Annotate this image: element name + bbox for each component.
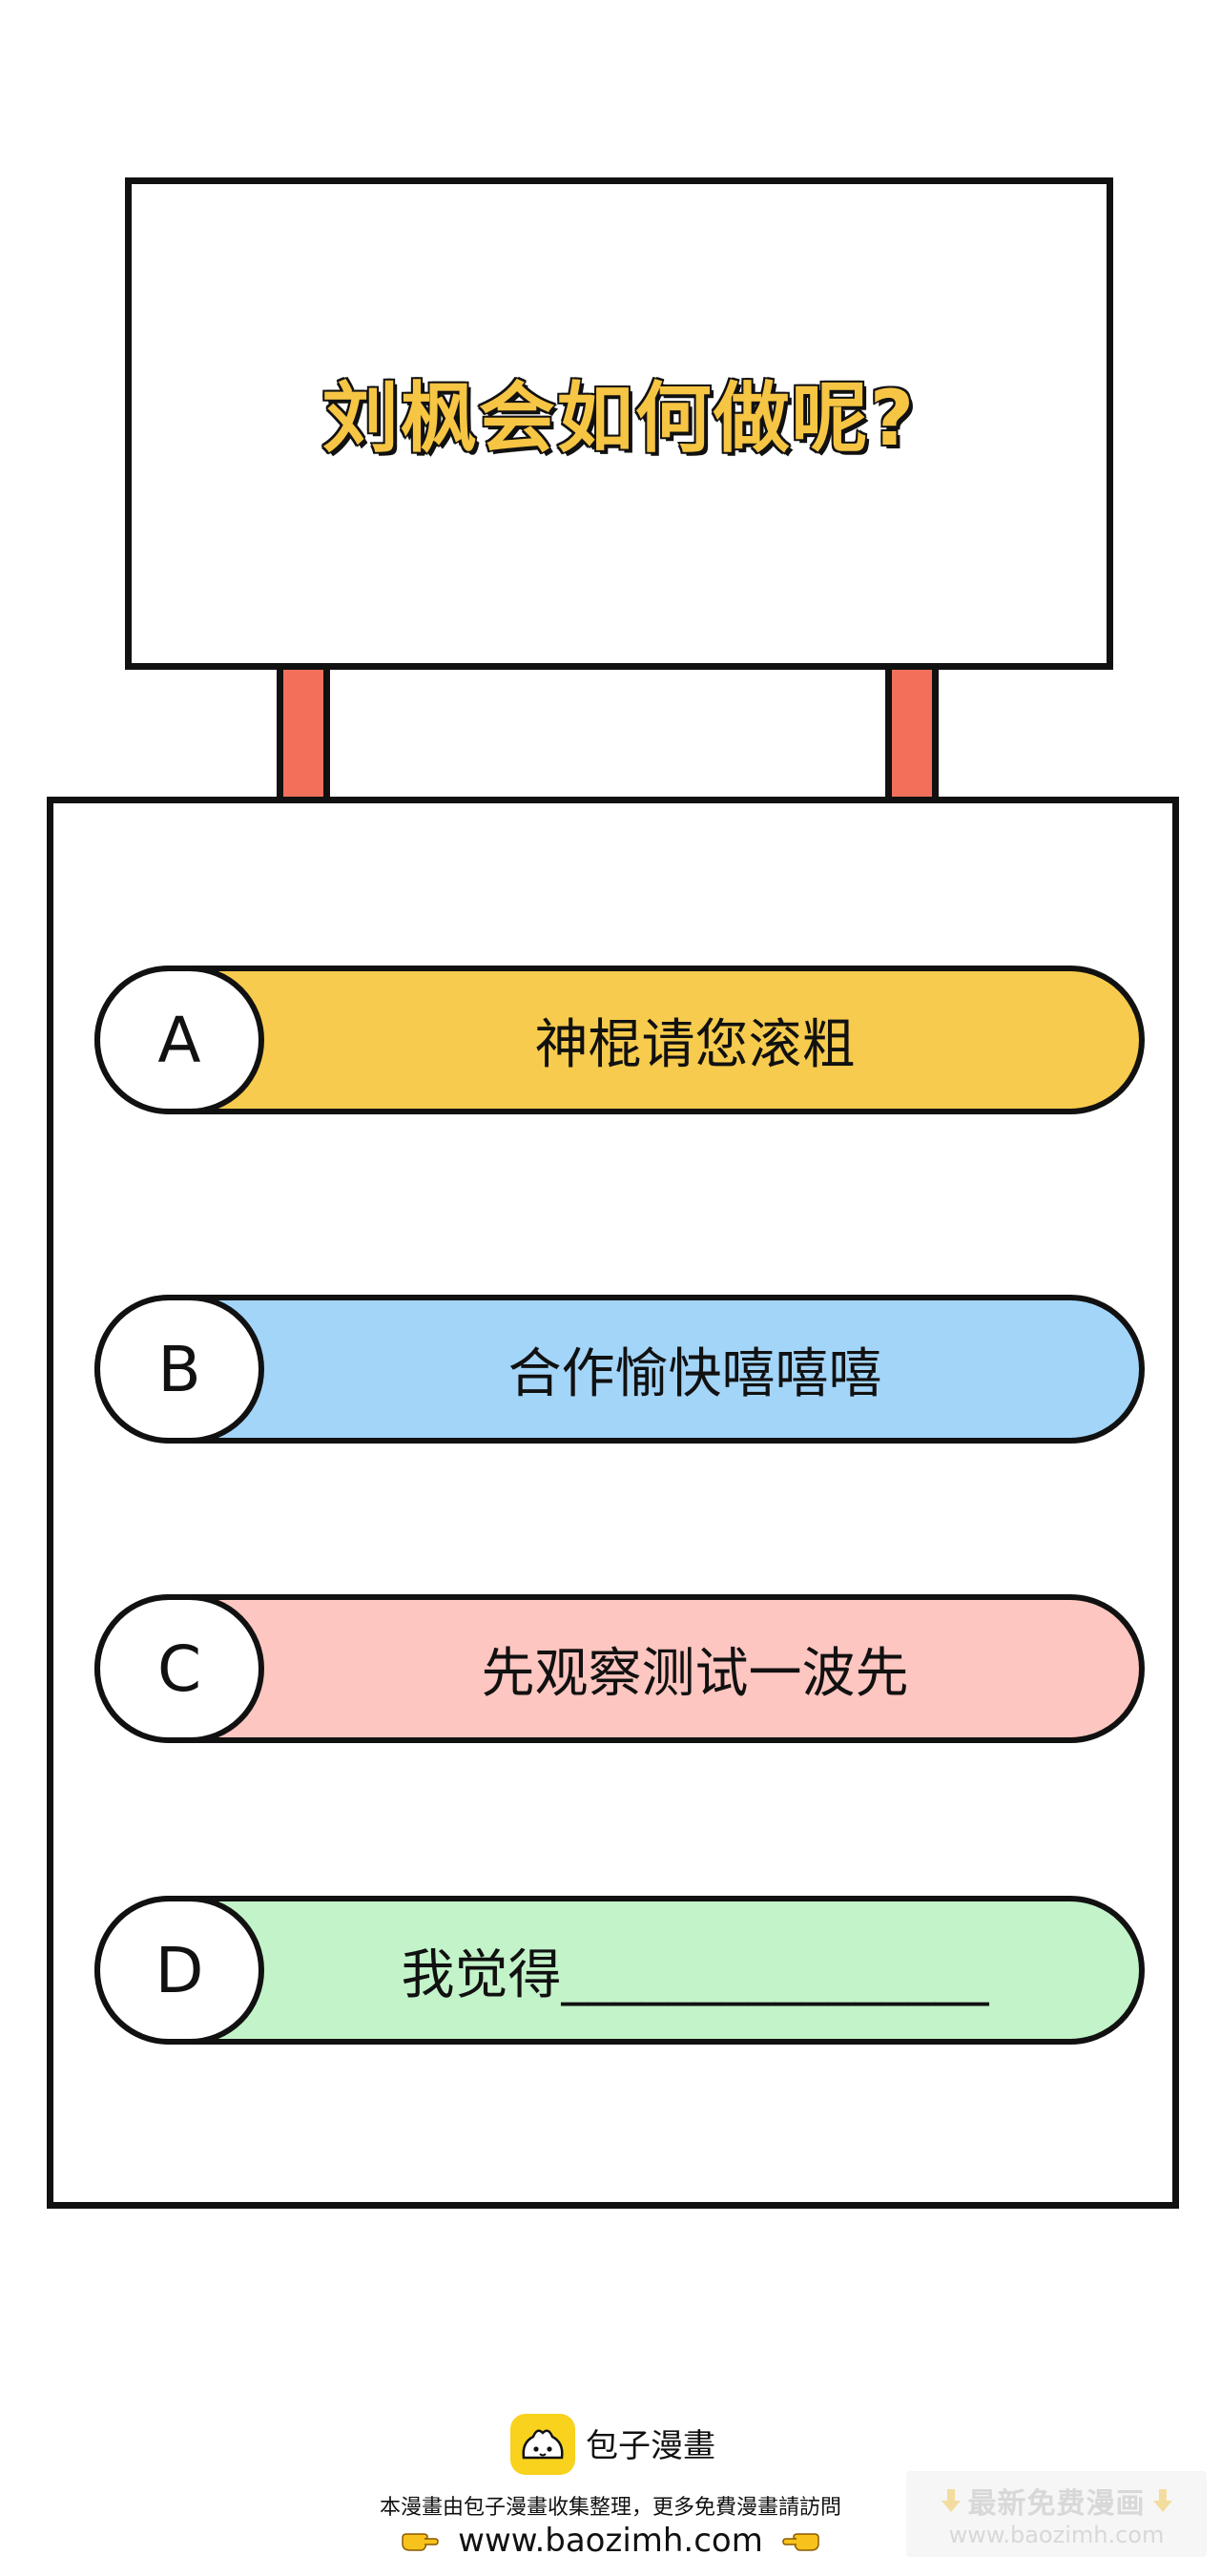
brand-name[interactable]: 包子漫畫 [586, 2427, 715, 2465]
option-c-letter: C [94, 1594, 264, 1743]
option-d-pill [94, 1896, 1145, 2045]
option-b[interactable]: B 合作愉快嘻嘻嘻 [94, 1295, 1145, 1444]
pointing-hand-left-icon [782, 2533, 819, 2551]
option-c-pill [94, 1594, 1145, 1743]
option-a[interactable]: A 神棍请您滚粗 [94, 966, 1145, 1114]
pointing-down-icon [941, 2489, 961, 2512]
option-d[interactable]: D 我觉得________________ [94, 1896, 1145, 2045]
option-b-text: 合作愉快嘻嘻嘻 [507, 1342, 882, 1405]
option-a-letter: A [94, 966, 264, 1114]
option-c[interactable]: C 先观察测试一波先 [94, 1594, 1145, 1743]
question-title: 刘枫会如何做呢? [321, 373, 917, 465]
option-c-text: 先观察测试一波先 [481, 1642, 909, 1705]
pointing-hand-right-icon [402, 2533, 439, 2551]
baozi-logo-icon[interactable] [510, 2414, 575, 2475]
option-a-text: 神棍请您滚粗 [534, 1013, 856, 1076]
footer-note: 本漫畫由包子漫畫收集整理，更多免費漫畫請訪問 [379, 2496, 841, 2520]
option-d-letter: D [94, 1896, 264, 2045]
pointing-down-icon [1152, 2489, 1172, 2512]
watermark-title: 最新免费漫画 [967, 2487, 1146, 2521]
question-sign-board: 刘枫会如何做呢? [125, 177, 1113, 670]
watermark-url: www.baozimh.com [948, 2522, 1165, 2548]
watermark: 最新免费漫画 www.baozimh.com [906, 2471, 1207, 2557]
option-b-pill [94, 1295, 1145, 1444]
option-d-text: 我觉得________________ [401, 1943, 989, 2006]
sign-post-right [885, 670, 939, 801]
options-panel: A 神棍请您滚粗 B 合作愉快嘻嘻嘻 C 先观察测试一波先 D 我觉得_____… [47, 797, 1179, 2209]
option-a-pill [94, 966, 1145, 1114]
sign-post-left [277, 670, 330, 801]
option-b-letter: B [94, 1295, 264, 1444]
footer-url-row[interactable]: www.baozimh.com [0, 2522, 1221, 2560]
footer-url-link[interactable]: www.baozimh.com [458, 2522, 763, 2560]
